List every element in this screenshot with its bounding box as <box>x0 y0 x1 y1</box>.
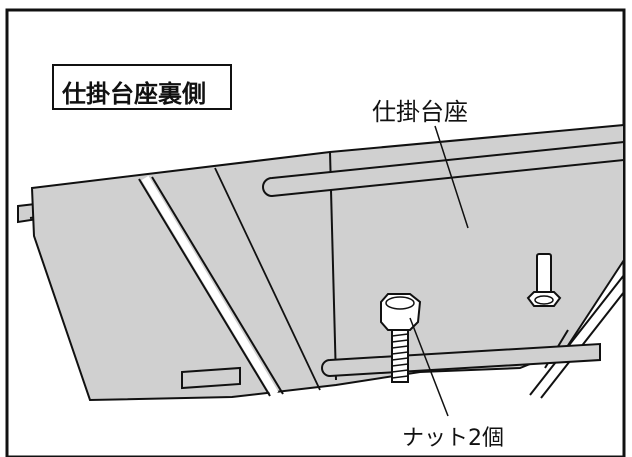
title-box: 仕掛台座裏側 <box>52 64 232 110</box>
seat-label: 仕掛台座 <box>372 98 468 126</box>
seat-leader-line <box>434 125 469 229</box>
nut-label: ナット2個 <box>402 426 504 451</box>
right-bolt <box>526 253 562 307</box>
right-rod-1 <box>529 274 625 396</box>
seam-white-1 <box>141 175 279 397</box>
seat-plate <box>30 123 625 402</box>
nut-leader-line <box>409 317 449 417</box>
diagram-title: 仕掛台座裏側 <box>62 80 206 108</box>
nut-bolt <box>380 293 422 383</box>
top-rod <box>262 140 625 198</box>
left-rail-bottom <box>181 366 241 390</box>
